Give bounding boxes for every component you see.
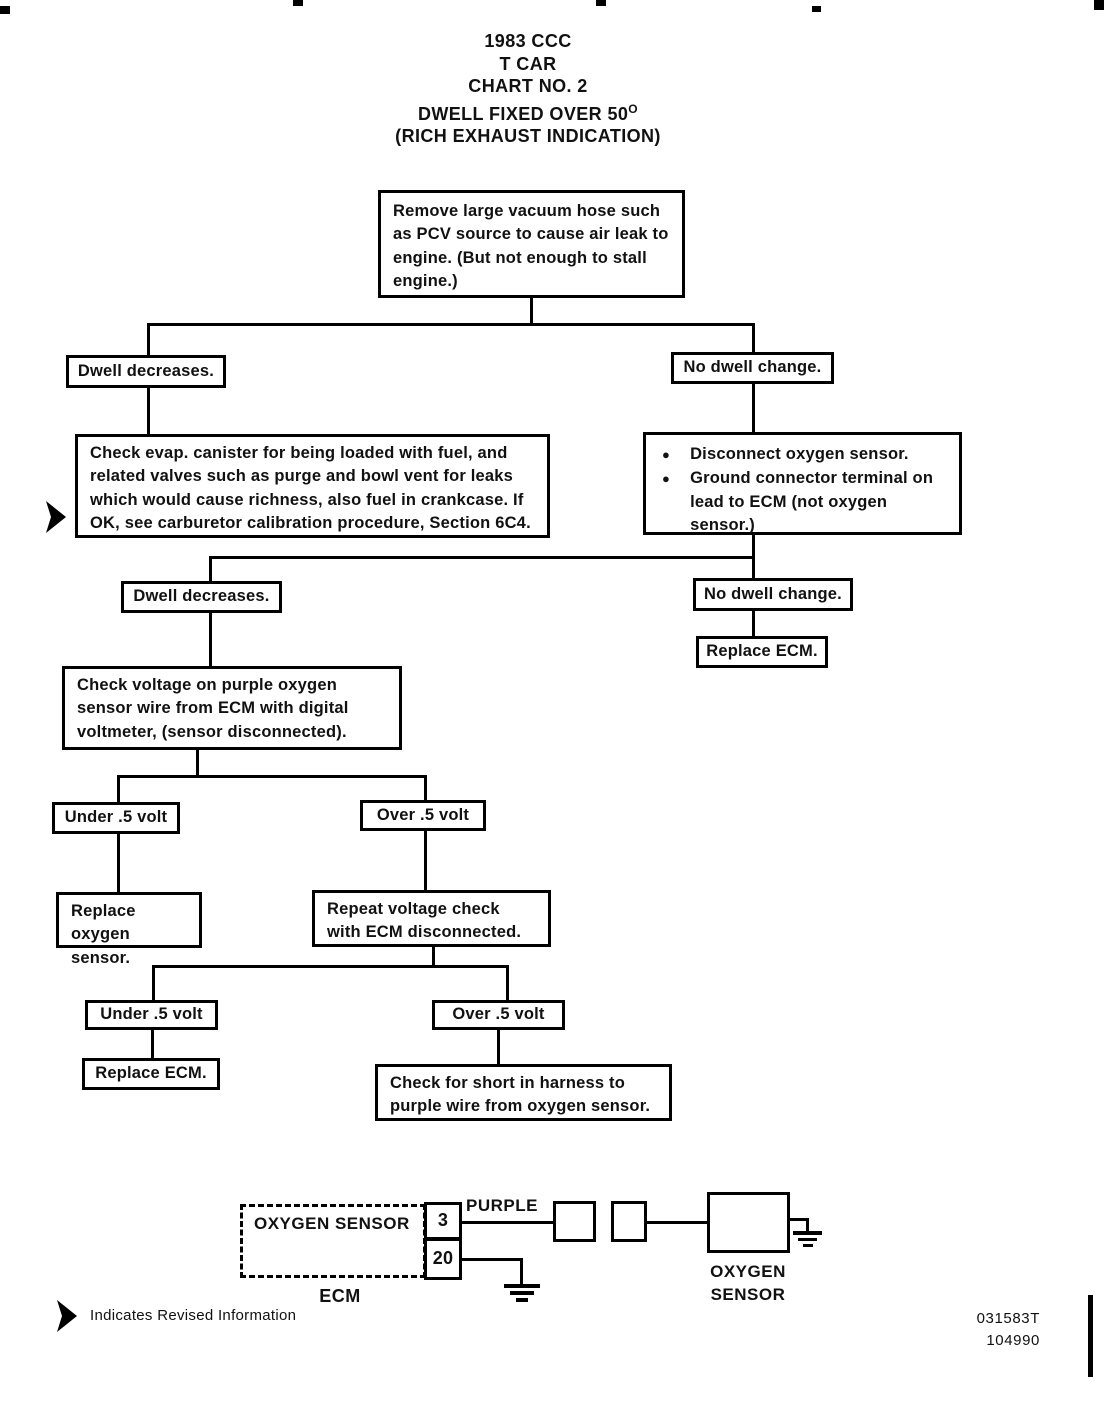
connector-line	[151, 1030, 154, 1060]
ground-icon	[803, 1244, 813, 1247]
ground-icon	[516, 1298, 528, 1302]
ground-icon	[798, 1238, 817, 1241]
connector-line	[117, 834, 120, 894]
flow-node-replace-oxygen-sensor: Replace oxygen sensor.	[56, 892, 202, 967]
connector-line	[432, 947, 435, 968]
purple-wire-label: PURPLE	[466, 1196, 538, 1215]
flow-node-remove-hose: Remove large vacuum hose such as PCV sou…	[378, 190, 685, 298]
oxygen-sensor-label: OXYGEN SENSOR	[710, 1262, 786, 1304]
ground-lead	[806, 1218, 809, 1232]
ground-lead	[520, 1258, 523, 1285]
connector-line	[117, 775, 120, 804]
bullet-icon: ●	[662, 447, 671, 462]
connector-line	[209, 556, 754, 559]
flow-node-replace-ecm-2: Replace ECM.	[82, 1058, 220, 1090]
flow-node-check-voltage: Check voltage on purple oxygen sensor wi…	[62, 666, 402, 750]
flow-node-under-5-volt-2: Under .5 volt	[85, 1000, 218, 1030]
flow-node-dwell-decreases-2: Dwell decreases.	[121, 581, 282, 613]
title-line: T CAR	[499, 53, 557, 74]
bullet-icon: ●	[662, 471, 671, 487]
connector-line	[752, 323, 755, 354]
connector-line	[424, 775, 427, 802]
flow-node-disconnect-sensor: ● Disconnect oxygen sensor. ● Ground con…	[643, 432, 962, 535]
scan-artifact	[1088, 1295, 1093, 1377]
degree-superscript: O	[628, 101, 639, 116]
scan-artifact	[596, 0, 606, 6]
ecm-dashed-box	[240, 1204, 426, 1278]
ecm-terminal-3: 3	[424, 1202, 462, 1240]
ecm-internal-label: OXYGEN SENSOR	[254, 1214, 410, 1233]
ground-icon	[510, 1291, 534, 1295]
scan-artifact	[812, 6, 821, 12]
ecm-label: ECM	[319, 1286, 361, 1306]
connector-line	[117, 775, 427, 778]
document-code: 104990	[986, 1332, 1040, 1349]
title-line: CHART NO. 2	[468, 76, 588, 96]
revision-legend: Indicates Revised Information	[90, 1307, 297, 1324]
ground-icon	[793, 1231, 822, 1235]
revision-arrow-icon	[57, 1300, 77, 1332]
flow-node-no-dwell-change-1: No dwell change.	[671, 352, 834, 384]
ground-lead	[462, 1258, 523, 1261]
connector-line	[147, 323, 150, 357]
flow-node-check-short: Check for short in harness to purple wir…	[375, 1064, 672, 1121]
connector-line	[424, 831, 427, 892]
scan-artifact	[293, 0, 303, 6]
sensor-wire	[645, 1221, 707, 1224]
purple-wire	[462, 1221, 553, 1224]
connector-half-b	[611, 1201, 647, 1242]
connector-line	[152, 965, 155, 1002]
chart-title: 1983 CCC T CAR CHART NO. 2 DWELL FIXED O…	[128, 30, 928, 148]
revision-arrow-icon	[46, 501, 66, 533]
connector-line	[147, 323, 755, 326]
scan-artifact	[0, 6, 10, 14]
connector-line	[497, 1030, 500, 1066]
document-code: 031583T	[976, 1310, 1040, 1327]
connector-line	[196, 748, 199, 777]
flow-node-dwell-decreases-1: Dwell decreases.	[66, 355, 226, 388]
connector-half-a	[553, 1201, 596, 1242]
title-line: (RICH EXHAUST INDICATION)	[395, 126, 661, 146]
ground-lead	[788, 1218, 809, 1221]
scan-artifact	[1094, 0, 1104, 10]
flow-node-check-evap: Check evap. canister for being loaded wi…	[75, 434, 550, 538]
ecm-terminal-20: 20	[424, 1238, 462, 1280]
document-codes: 031583T 104990	[930, 1308, 1040, 1352]
flow-node-over-5-volt-1: Over .5 volt	[360, 800, 486, 831]
connector-line	[752, 383, 755, 433]
connector-line	[752, 611, 755, 638]
connector-line	[152, 965, 509, 968]
flow-node-replace-ecm-1: Replace ECM.	[696, 636, 828, 668]
connector-line	[209, 613, 212, 668]
ground-icon	[504, 1284, 540, 1288]
oxygen-sensor-box	[707, 1192, 790, 1253]
connector-line	[147, 387, 150, 435]
title-line: DWELL FIXED OVER 50O	[417, 101, 639, 124]
flow-node-repeat-voltage: Repeat voltage check with ECM disconnect…	[312, 890, 551, 947]
connector-line	[506, 965, 509, 1002]
title-line: 1983 CCC	[484, 31, 572, 51]
flow-node-under-5-volt-1: Under .5 volt	[52, 802, 180, 834]
connector-line	[209, 556, 212, 583]
flow-node-no-dwell-change-2: No dwell change.	[693, 578, 853, 611]
flow-node-over-5-volt-2: Over .5 volt	[432, 1000, 565, 1030]
connector-line	[530, 298, 533, 326]
